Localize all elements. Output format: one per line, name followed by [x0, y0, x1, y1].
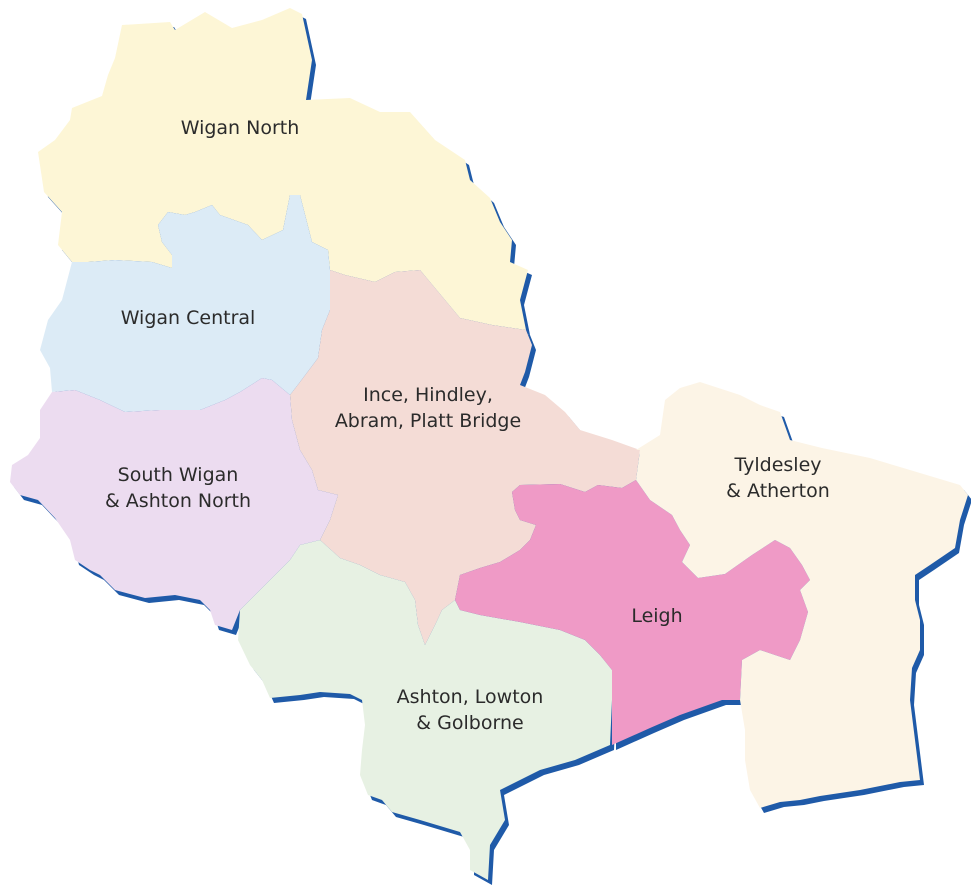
- region-label-line: Tyldesley: [733, 454, 821, 476]
- region-label-wigan-north: Wigan North: [181, 117, 300, 139]
- region-label-tyldesley: Tyldesley & Atherton: [726, 454, 830, 502]
- region-label-line: Ince, Hindley,: [363, 384, 493, 406]
- region-wigan-north[interactable]: [38, 8, 528, 330]
- region-label-line: Leigh: [631, 605, 682, 627]
- region-label-line: Wigan North: [181, 117, 300, 139]
- region-ince-hindley[interactable]: [290, 270, 640, 645]
- region-label-south-wigan: South Wigan & Ashton North: [105, 464, 251, 512]
- region-label-line: Ashton, Lowton: [397, 686, 544, 708]
- region-label-ashton-lowton: Ashton, Lowton & Golborne: [397, 686, 544, 734]
- region-leigh[interactable]: [455, 480, 810, 745]
- region-ashton-lowton[interactable]: [238, 540, 612, 880]
- region-label-line: Wigan Central: [121, 307, 256, 329]
- region-label-line: & Ashton North: [105, 490, 251, 512]
- region-label-line: Abram, Platt Bridge: [335, 410, 521, 432]
- region-tyldesley[interactable]: [636, 382, 968, 808]
- region-wigan-central[interactable]: [40, 195, 330, 412]
- region-label-line: & Golborne: [416, 712, 523, 734]
- region-label-line: South Wigan: [118, 464, 239, 486]
- region-label-wigan-central: Wigan Central: [121, 307, 256, 329]
- region-south-wigan[interactable]: [10, 378, 338, 630]
- region-label-line: & Atherton: [726, 480, 830, 502]
- region-label-leigh: Leigh: [631, 605, 682, 627]
- region-label-ince-hindley: Ince, Hindley, Abram, Platt Bridge: [335, 384, 521, 432]
